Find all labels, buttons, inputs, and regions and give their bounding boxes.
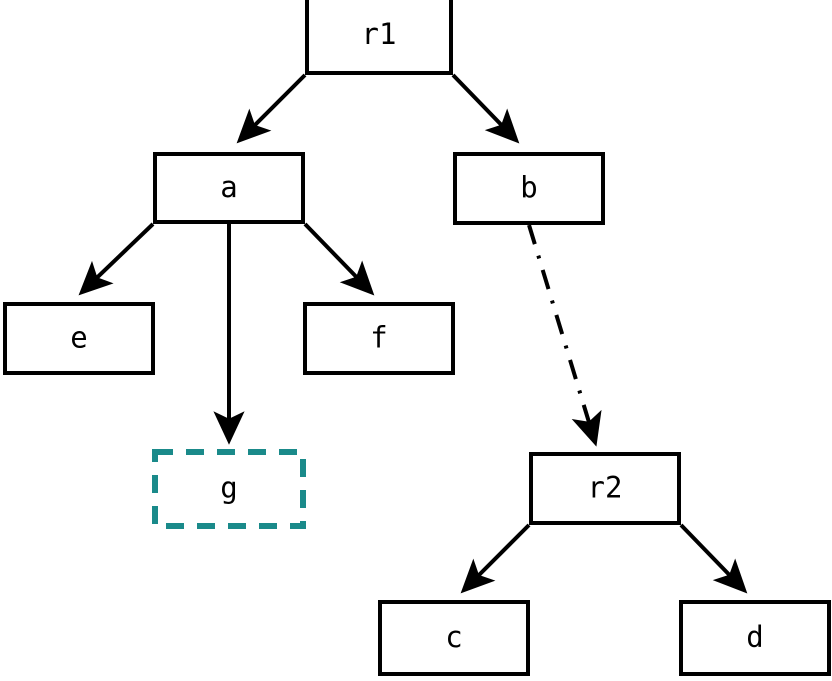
node-box-d[interactable]	[679, 600, 831, 676]
node-d[interactable]: d	[679, 600, 831, 676]
edge-r1-b	[451, 73, 520, 144]
node-r2[interactable]: r2	[529, 452, 681, 525]
node-label-r1: r1	[362, 17, 397, 51]
node-box-c[interactable]	[378, 600, 530, 676]
node-e[interactable]: e	[3, 302, 155, 375]
edge-b-r2	[527, 224, 602, 447]
node-c[interactable]: c	[378, 600, 530, 676]
node-label-e: e	[70, 321, 87, 355]
node-label-a: a	[220, 170, 237, 204]
node-box-g[interactable]	[152, 449, 306, 529]
node-box-e[interactable]	[3, 302, 155, 375]
edges-layer	[78, 73, 748, 594]
node-box-a[interactable]	[153, 152, 305, 224]
node-g[interactable]: g	[152, 449, 306, 529]
node-box-b[interactable]	[453, 152, 605, 225]
edge-r1-a	[236, 73, 307, 144]
node-f[interactable]: f	[303, 302, 455, 375]
node-b[interactable]: b	[453, 152, 605, 225]
edge-a-f	[303, 222, 375, 296]
node-label-f: f	[370, 321, 387, 355]
node-a[interactable]: a	[153, 152, 305, 224]
edge-r2-d	[679, 523, 748, 594]
edge-r2-c	[460, 523, 531, 594]
node-label-r2: r2	[588, 471, 623, 505]
node-label-c: c	[445, 620, 462, 654]
node-label-d: d	[746, 620, 763, 654]
nodes-layer: r1 a b e f g r2 c d	[3, 0, 831, 676]
node-label-b: b	[520, 171, 537, 205]
node-box-r1[interactable]	[305, 0, 453, 75]
node-box-r2[interactable]	[529, 452, 681, 525]
node-box-f[interactable]	[303, 302, 455, 375]
node-label-g: g	[220, 471, 237, 505]
node-r1[interactable]: r1	[305, 0, 453, 75]
edge-a-e	[78, 222, 155, 296]
